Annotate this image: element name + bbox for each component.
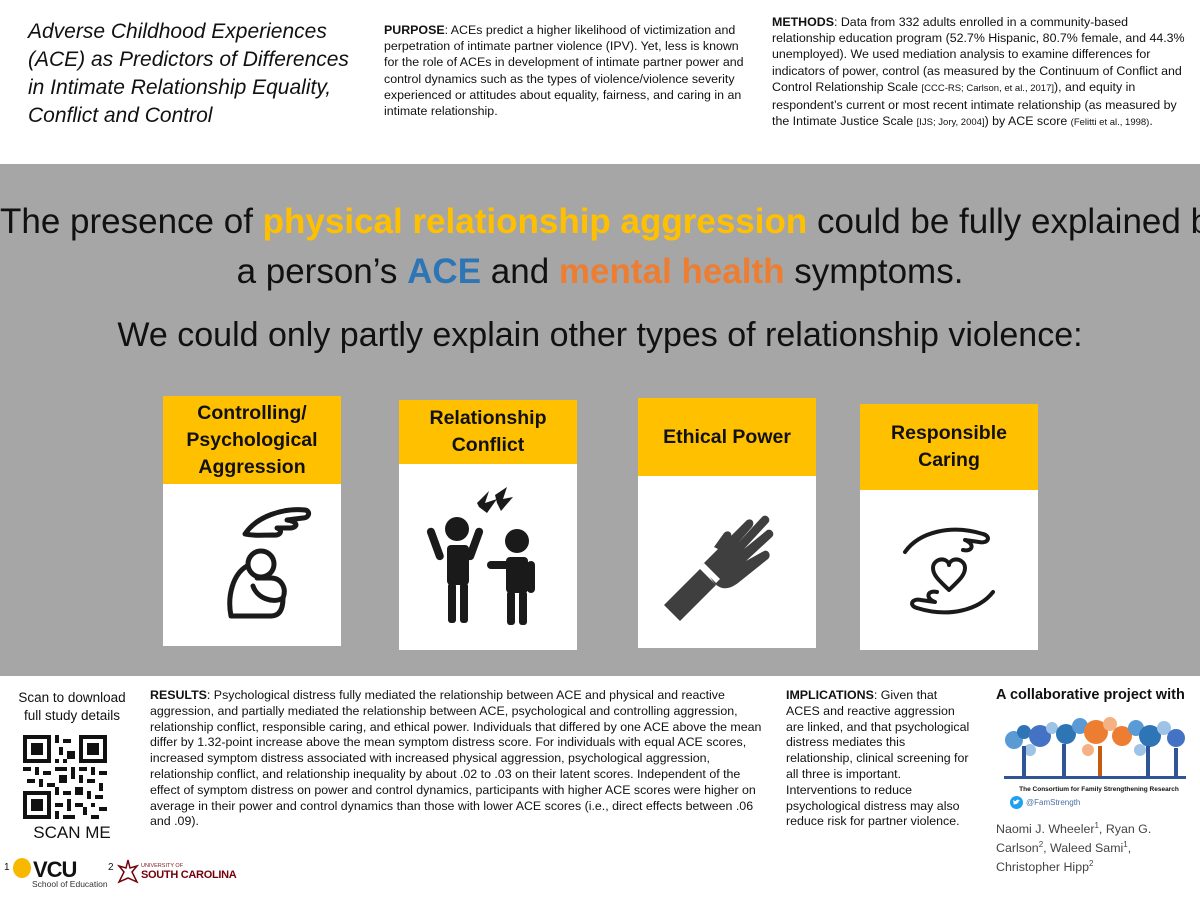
finding-line-3: We could only partly explain other types… (117, 316, 1083, 354)
methods-citation-1: [CCC-RS; Carlson, et al., 2017] (921, 82, 1054, 94)
methods-citation-3: (Felitti et al., 1998) (1070, 117, 1150, 129)
scan-me-label: SCAN ME (33, 823, 111, 842)
methods-section: METHODS: Data from 332 adults enrolled i… (772, 14, 1190, 131)
vcu-affiliation-mark: 1 (4, 862, 10, 873)
sc-seal-icon (116, 858, 140, 886)
finding-text: symptoms. (784, 252, 964, 291)
author-affiliation: 2 (1088, 859, 1094, 869)
scan-instructions: Scan to download full study details (18, 690, 126, 723)
consortium-name: The Consortium for Family Strengthening … (1019, 786, 1179, 793)
author-affiliation: 2 (1038, 840, 1044, 850)
implications-section: IMPLICATIONS: Given that ACES and reacti… (786, 688, 970, 830)
author-name: Waleed Sami (1050, 841, 1124, 856)
card-responsible-caring: Responsible Caring (860, 404, 1038, 650)
finding-text: a person’s (236, 252, 408, 291)
card-controlling-aggression: Controlling/ Psychological Aggression (163, 396, 341, 646)
card-label: Controlling/ Psychological Aggression (163, 396, 341, 484)
card-relationship-conflict: Relationship Conflict (399, 400, 577, 650)
consortium-logo-icon (1000, 710, 1190, 788)
methods-text-2: ), and equity in respondent’s current or… (772, 79, 1177, 129)
purpose-section: PURPOSE: ACEs predict a higher likelihoo… (384, 22, 744, 119)
finding-line-1: The presence of physical relationship ag… (0, 202, 1200, 242)
card-label: Relationship Conflict (399, 400, 577, 464)
arguing-people-icon (399, 470, 577, 646)
methods-citation-2: [IJS; Jory, 2004] (916, 117, 985, 129)
vcu-ram-logo-icon (13, 858, 31, 878)
results-label: RESULTS (150, 688, 207, 702)
author-affiliation: 1 (1123, 840, 1128, 850)
qr-code-icon[interactable] (23, 735, 107, 819)
key-findings-band: The presence of physical relationship ag… (0, 164, 1200, 676)
raised-hand-icon (638, 482, 816, 642)
finding-text: could be fully explained by (807, 202, 1200, 241)
physical-aggression-highlight: physical relationship aggression (262, 202, 808, 241)
card-label: Responsible Caring (860, 404, 1038, 490)
author-name: Ryan G. Carlson (996, 822, 1152, 856)
purpose-text: : ACEs predict a higher likelihood of vi… (384, 23, 744, 119)
finding-text: The presence of (0, 202, 263, 241)
caring-hands-heart-icon (860, 496, 1038, 646)
results-section: RESULTS: Psychological distress fully me… (150, 688, 768, 830)
card-label: Ethical Power (638, 398, 816, 476)
twitter-handle[interactable]: @FamStrength (1026, 798, 1081, 807)
finding-line-2: a person’s ACE and mental health symptom… (0, 252, 1200, 292)
author-name: Christopher Hipp (996, 860, 1089, 875)
methods-text-4: . (1149, 114, 1153, 129)
author-name: Naomi J. Wheeler (996, 822, 1095, 837)
sc-affiliation-mark: 2 (108, 862, 114, 873)
crouching-person-icon (163, 488, 341, 640)
implications-label: IMPLICATIONS (786, 688, 874, 702)
methods-text-3: ) by ACE score (984, 114, 1071, 129)
author-list: Naomi J. Wheeler1, Ryan G. Carlson2, Wal… (996, 821, 1152, 875)
finding-text: and (481, 252, 559, 291)
vcu-logo-text: VCU (33, 857, 77, 882)
sc-logo-text: SOUTH CAROLINA (141, 869, 237, 881)
methods-text-1: : Data from 332 adults enrolled in a com… (772, 15, 1185, 94)
poster-title: Adverse Childhood Experiences (ACE) as P… (28, 20, 349, 127)
ace-highlight: ACE (407, 252, 482, 291)
purpose-label: PURPOSE (384, 23, 445, 37)
sc-university-text: UNIVERSITY OF (141, 863, 184, 869)
mental-health-highlight: mental health (558, 252, 785, 291)
vcu-school-text: School of Education (32, 879, 108, 889)
results-text: : Psychological distress fully mediated … (150, 688, 762, 829)
twitter-icon[interactable] (1010, 796, 1023, 809)
author-affiliation: 1 (1094, 821, 1099, 830)
implications-text: : Given that ACES and reactive aggressio… (786, 688, 970, 829)
card-ethical-power: Ethical Power (638, 398, 816, 648)
collaboration-heading: A collaborative project with (996, 687, 1185, 703)
methods-label: METHODS (772, 15, 834, 29)
